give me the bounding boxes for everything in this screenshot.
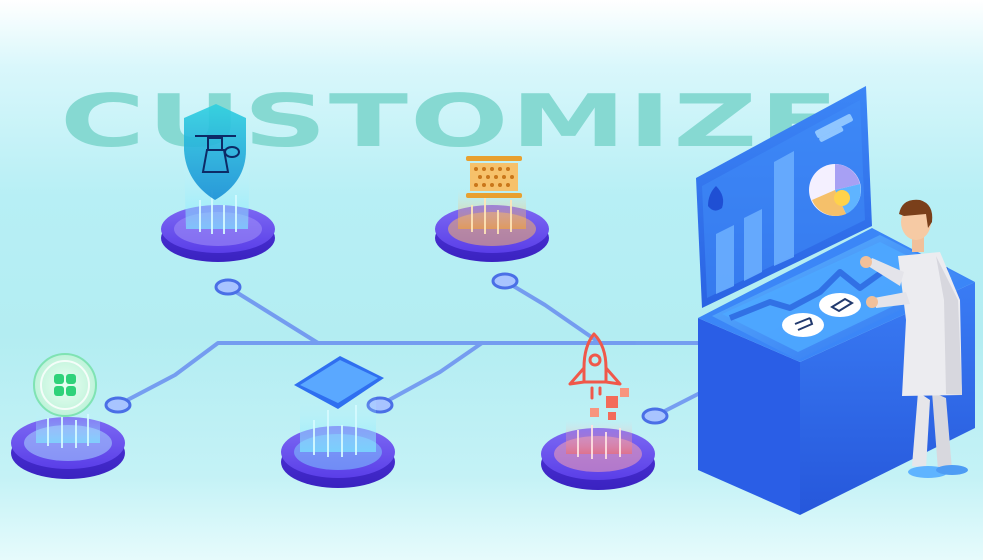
circuit-nodes [104, 272, 669, 425]
four-leaf-app-icon [33, 353, 97, 417]
platform-shield [161, 104, 275, 262]
tag-icon [819, 293, 861, 317]
tablet-icon [294, 356, 384, 409]
bottle-icon [782, 313, 824, 337]
pie-chart-icon [809, 164, 861, 216]
person-figure [860, 199, 968, 478]
circuit-lines [116, 279, 702, 418]
platform-tablet [281, 356, 395, 488]
filter-sponge-icon [466, 156, 522, 198]
shield-lighthouse-icon [184, 104, 246, 200]
rocket-icon [568, 332, 629, 420]
platform-filter [435, 156, 549, 262]
leaf-drop-icon [708, 186, 724, 211]
bar-chart-graphic [716, 151, 794, 294]
platform-clover [11, 353, 125, 479]
platform-rocket [541, 332, 655, 490]
